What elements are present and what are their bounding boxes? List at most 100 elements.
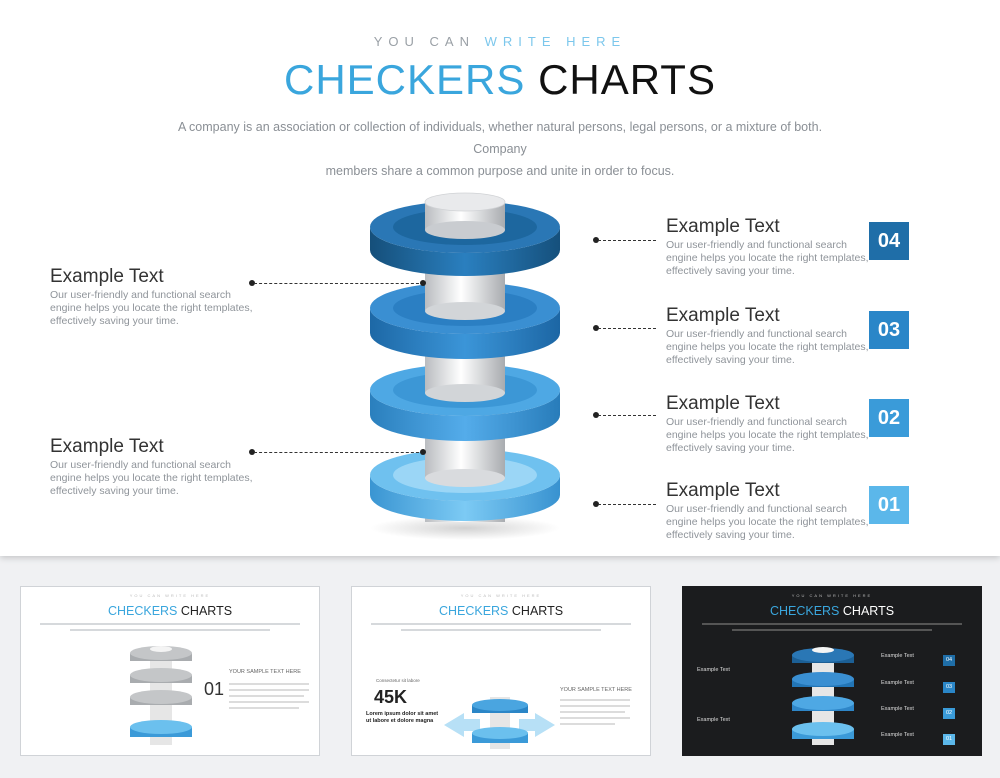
connector-line: [598, 240, 656, 241]
callout-title: Example Text: [50, 266, 164, 287]
right-callout-3: Example Text Our user-friendly and funct…: [666, 306, 876, 367]
title-highlight: CHECKERS: [284, 56, 526, 103]
thumb-stack-blue: [792, 647, 854, 745]
callout-title: Example Text: [666, 216, 780, 237]
thumbnail-slide-3-dark[interactable]: YOU CAN WRITE HERE CHECKERS CHARTS Examp…: [682, 586, 982, 756]
connector-line: [254, 283, 424, 284]
callout-body: Our user-friendly and functional search …: [666, 416, 876, 455]
thumb-title-plain: CHARTS: [842, 604, 895, 618]
callout-title: Example Text: [666, 305, 780, 326]
callout-body-line: effectively saving your time.: [666, 265, 795, 277]
callout-body-line: effectively saving your time.: [666, 354, 795, 366]
checker-stack-illustration: [370, 192, 560, 540]
callout-body-line: engine helps you locate the right templa…: [50, 302, 253, 314]
callout-title: Example Text: [666, 480, 780, 501]
connector-line: [598, 328, 656, 329]
thumbnail-slide-1[interactable]: YOU CAN WRITE HERE CHECKERS CHARTS 01 YO…: [20, 586, 320, 756]
thumb-kicker: YOU CAN WRITE HERE: [791, 593, 873, 598]
step-badge-04: 04: [869, 222, 909, 260]
thumb-title-highlight: CHECKERS: [769, 604, 840, 618]
thumb-badge: 02: [943, 708, 955, 719]
callout-body: Our user-friendly and functional search …: [666, 328, 876, 367]
right-callout-2: Example Text Our user-friendly and funct…: [666, 394, 876, 455]
thumb-stack-gray: [130, 646, 192, 745]
thumb-title: CHECKERS CHARTS: [683, 604, 981, 618]
connector-line: [598, 504, 656, 505]
thumb-left-label: Example Text: [697, 717, 730, 723]
callout-body-line: Our user-friendly and functional search: [666, 239, 847, 251]
callout-body-line: Our user-friendly and functional search: [666, 503, 847, 515]
connector-dot: [420, 449, 426, 455]
thumb-caption-line: Lorem ipsum dolor sit amet: [366, 711, 439, 717]
thumb-badge: 03: [943, 682, 955, 693]
thumb-badge: 04: [943, 655, 955, 666]
thumb-right-label: Example Text: [881, 680, 914, 686]
thumb-right-label: Example Text: [881, 706, 914, 712]
right-callout-4: Example Text Our user-friendly and funct…: [666, 217, 876, 278]
thumb-badge: 01: [943, 734, 955, 745]
subtitle-line: members share a common purpose and unite…: [325, 164, 675, 178]
stack-shadow: [370, 516, 560, 540]
thumb-title: CHECKERS CHARTS: [352, 604, 650, 618]
thumb-heading: YOUR SAMPLE TEXT HERE: [229, 669, 301, 675]
connector-dot: [249, 449, 255, 455]
thumb-right-label: Example Text: [881, 653, 914, 659]
left-callout-2: Example Text Our user-friendly and funct…: [50, 437, 260, 498]
slide-subtitle: A company is an association or collectio…: [150, 116, 850, 182]
thumb-arrows-stack: [444, 697, 555, 749]
connector-dot: [593, 325, 599, 331]
step-badge-01: 01: [869, 486, 909, 524]
thumb-kicker: YOU CAN WRITE HERE: [129, 593, 211, 598]
step-badge-03: 03: [869, 311, 909, 349]
callout-body-line: effectively saving your time.: [666, 442, 795, 454]
thumb-subtitle-lines: [364, 623, 638, 635]
right-callout-1: Example Text Our user-friendly and funct…: [666, 481, 876, 542]
ring-second: [370, 272, 560, 359]
thumb-big-number: 45K: [374, 687, 408, 707]
thumb-heading: YOUR SAMPLE TEXT HERE: [560, 687, 632, 693]
callout-body-line: Our user-friendly and functional search: [50, 459, 231, 471]
callout-body: Our user-friendly and functional search …: [50, 289, 260, 328]
thumb-step-number: 01: [204, 679, 225, 699]
callout-body-line: engine helps you locate the right templa…: [666, 516, 869, 528]
thumbnail-slide-2[interactable]: YOU CAN WRITE HERE CHECKERS CHARTS Conse…: [351, 586, 651, 756]
step-badge-02: 02: [869, 399, 909, 437]
thumb-title-plain: CHARTS: [511, 604, 564, 618]
thumb-title-plain: CHARTS: [180, 604, 233, 618]
connector-dot: [420, 280, 426, 286]
callout-body-line: Our user-friendly and functional search: [666, 328, 847, 340]
callout-body-line: engine helps you locate the right templa…: [666, 341, 869, 353]
thumb-title: CHECKERS CHARTS: [21, 604, 319, 618]
connector-dot: [249, 280, 255, 286]
callout-body-line: engine helps you locate the right templa…: [666, 252, 869, 264]
connector-dot: [593, 412, 599, 418]
callout-body-line: effectively saving your time.: [50, 315, 179, 327]
main-slide: YOU CAN WRITE HERE CHECKERS CHARTS A com…: [0, 0, 1000, 556]
thumb-small-label: Consectetur sit labore: [376, 678, 420, 683]
callout-body-line: engine helps you locate the right templa…: [666, 429, 869, 441]
thumb-right-label: Example Text: [881, 732, 914, 738]
callout-body-line: effectively saving your time.: [50, 485, 179, 497]
callout-body-line: engine helps you locate the right templa…: [50, 472, 253, 484]
callout-title: Example Text: [50, 436, 164, 457]
kicker-plain: YOU CAN: [373, 34, 475, 49]
callout-body-line: effectively saving your time.: [666, 529, 795, 541]
kicker-highlight: WRITE HERE: [484, 34, 627, 49]
callout-body: Our user-friendly and functional search …: [666, 239, 876, 278]
thumb-caption-line: ut labore et dolore magna: [366, 718, 434, 724]
connector-line: [254, 452, 424, 453]
connector-dot: [593, 237, 599, 243]
thumb-subtitle-lines: [695, 623, 969, 635]
subtitle-line: A company is an association or collectio…: [177, 120, 823, 156]
title-plain: CHARTS: [538, 56, 716, 103]
thumb-subtitle-lines: [33, 623, 307, 635]
thumb-kicker: YOU CAN WRITE HERE: [460, 593, 542, 598]
thumb-title-highlight: CHECKERS: [438, 604, 509, 618]
slide-kicker: YOU CAN WRITE HERE: [0, 34, 1000, 49]
callout-body: Our user-friendly and functional search …: [50, 459, 260, 498]
callout-body-line: Our user-friendly and functional search: [50, 289, 231, 301]
callout-body-line: Our user-friendly and functional search: [666, 416, 847, 428]
callout-title: Example Text: [666, 393, 780, 414]
connector-dot: [593, 501, 599, 507]
ring-third: [370, 355, 560, 441]
